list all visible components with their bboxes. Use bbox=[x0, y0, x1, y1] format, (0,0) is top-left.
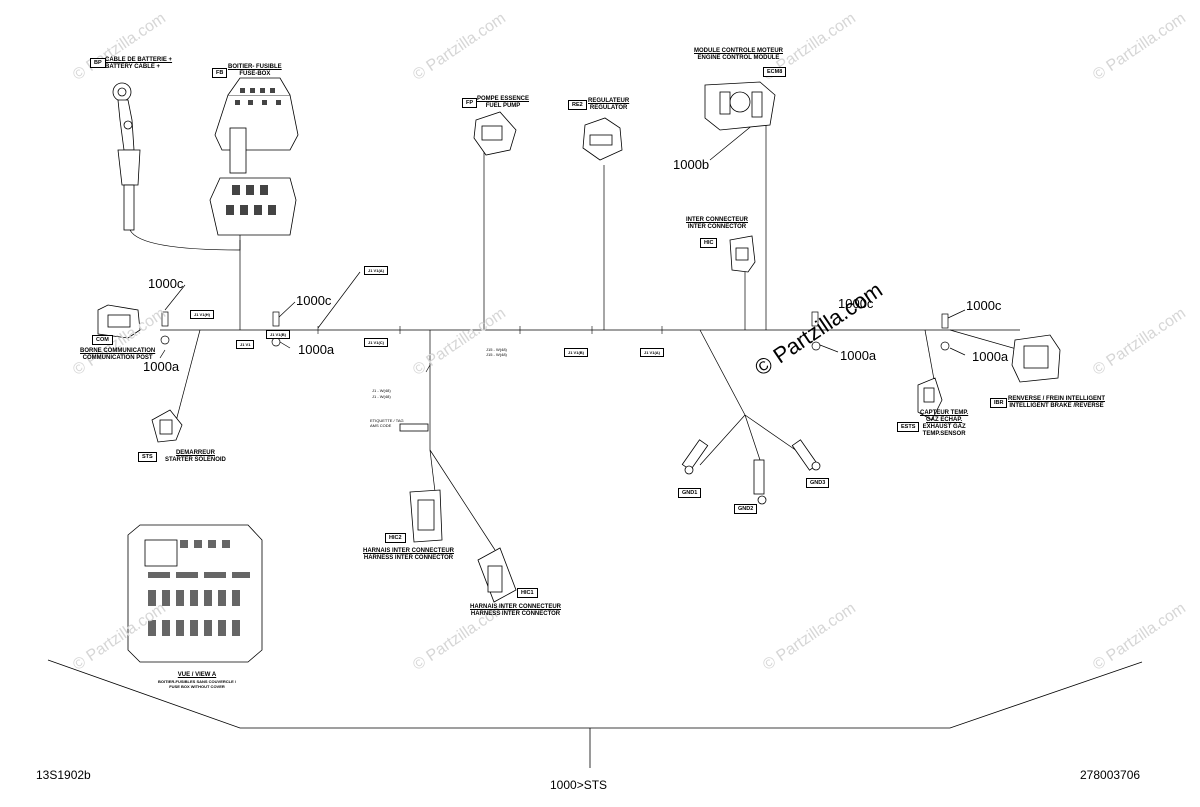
code-hic1: HIC1 bbox=[517, 588, 538, 598]
starter-branch bbox=[174, 329, 201, 426]
code-gnd3: GND3 bbox=[806, 478, 830, 488]
splice-label: J15 - W(48) bbox=[486, 352, 507, 357]
splice-label: J1 - W(48) bbox=[372, 388, 391, 393]
code-ests: ESTS bbox=[897, 422, 920, 432]
callout-1000a: 1000a bbox=[840, 348, 877, 363]
code-ibr: IBR bbox=[990, 398, 1008, 408]
code-gnd2: GND2 bbox=[734, 504, 758, 514]
hic1-drawing bbox=[477, 547, 517, 603]
splice-label: J1 V1(B) bbox=[266, 330, 291, 339]
drawing-ref-center: 1000>STS bbox=[550, 778, 608, 792]
battery-cable-wire bbox=[129, 229, 241, 251]
callout-1000a: 1000a bbox=[298, 342, 335, 357]
code-fb: FB bbox=[212, 68, 228, 78]
regulator-connector-drawing bbox=[582, 117, 623, 161]
splice-label: J15 - W(48) bbox=[486, 347, 507, 352]
code-com: COM bbox=[92, 335, 113, 345]
code-fp: FP bbox=[462, 98, 478, 108]
drawing-ref-right: 278003706 bbox=[1080, 768, 1141, 782]
code-re2: RE2 bbox=[568, 100, 587, 110]
splice-label: J1 V1(B) bbox=[564, 348, 589, 357]
ground-eyelets bbox=[681, 439, 821, 505]
ibr-connector-drawing bbox=[1011, 334, 1061, 383]
callout-1000c: 1000c bbox=[296, 293, 332, 308]
splice-label: J1 V1(H) bbox=[190, 310, 215, 319]
inter-connector-drawing bbox=[729, 235, 756, 273]
splice-label: J1 V1(C) bbox=[364, 338, 389, 347]
drawing-ref-left: 13S1902b bbox=[36, 768, 91, 782]
splice-label: ETIQUETTE / TAG bbox=[370, 418, 404, 423]
hic2-drawing bbox=[399, 423, 443, 543]
exhaust-sensor-drawing bbox=[917, 377, 943, 421]
splice-label: J1 V1 bbox=[236, 340, 255, 349]
callout-1000a: 1000a bbox=[972, 349, 1009, 364]
code-ecm8: ECM8 bbox=[763, 67, 787, 77]
starter-drawing bbox=[151, 409, 183, 443]
splice-label: J1 V1(A) bbox=[364, 266, 389, 275]
code-hic: HIC bbox=[700, 238, 718, 248]
code-bp: BP bbox=[90, 58, 106, 68]
callout-1000b: 1000b bbox=[673, 157, 710, 172]
callout-1000a: 1000a bbox=[143, 359, 180, 374]
battery-cable-label: CABLE DE BATTERIE +BATTERY CABLE + bbox=[105, 57, 173, 70]
exhaust-sensor-label: CAPTEUR TEMP. GAZ ECHAP. EXHAUST GAZ TEM… bbox=[920, 410, 969, 437]
code-gnd1: GND1 bbox=[678, 488, 702, 498]
splice-label: J1 - W(48) bbox=[372, 394, 391, 399]
fuel-pump-connector-drawing bbox=[473, 111, 517, 156]
fuse-box-view-a-drawing bbox=[127, 524, 263, 663]
callout-1000c: 1000c bbox=[838, 296, 874, 311]
ecm-drawing bbox=[704, 81, 776, 131]
callout-1000c: 1000c bbox=[148, 276, 184, 291]
code-sts: STS bbox=[138, 452, 157, 462]
callout-1000c: 1000c bbox=[966, 298, 1002, 313]
code-hic2: HIC2 bbox=[385, 533, 406, 543]
bottom-bracket bbox=[47, 659, 1143, 729]
splice-label: AMS CODE bbox=[370, 423, 392, 428]
battery-cable-drawing bbox=[112, 82, 141, 231]
fuse-box-drawing bbox=[209, 77, 299, 236]
view-a-label: VUE / VIEW A BOITIER-FUSIBLES SANS COUVE… bbox=[158, 672, 237, 689]
ground-branch bbox=[699, 329, 746, 416]
exhaust-sensor-branch bbox=[924, 329, 936, 386]
splice-label: J1 V1(A) bbox=[640, 348, 665, 357]
comm-post-drawing bbox=[97, 304, 141, 339]
